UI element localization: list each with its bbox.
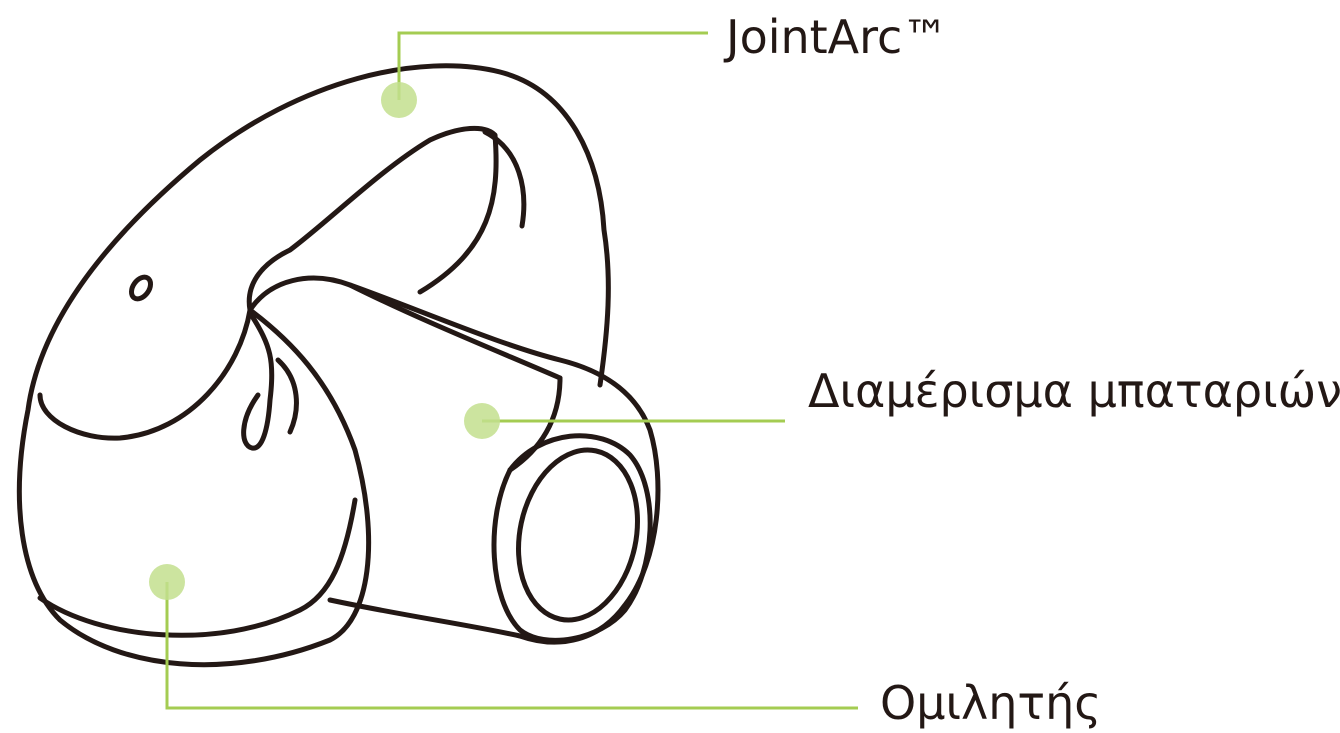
inner-arc-line: [37, 125, 499, 441]
speaker-lower-line: [37, 497, 358, 638]
earbud-outline: [16, 63, 661, 668]
speaker-label: Ομιλητής: [880, 676, 1102, 730]
speaker-leader-line: [165, 582, 858, 710]
battery-door-inner: [516, 447, 640, 623]
jointarc-leader-line: [397, 31, 708, 100]
stem-fold-line: [241, 313, 275, 451]
battery-marker-dot: [464, 403, 500, 439]
arc-ridge-line: [482, 129, 527, 229]
battery-seam-line: [347, 282, 563, 381]
stem-fold-inner-line: [275, 357, 299, 435]
battery-side-line: [507, 375, 563, 473]
speaker-marker-dot: [149, 564, 185, 600]
callout-battery: [464, 403, 785, 439]
outer-shell-line: [16, 63, 611, 668]
jointarc-marker-dot: [381, 82, 417, 118]
jointarc-label: JointArc™: [726, 10, 949, 64]
arc-hole: [128, 274, 154, 302]
callout-jointarc: [381, 31, 708, 118]
battery-door-outer: [491, 433, 653, 643]
battery-compartment-label: Διαμέρισμα μπαταριών: [808, 364, 1340, 418]
callout-speaker: [149, 564, 858, 710]
